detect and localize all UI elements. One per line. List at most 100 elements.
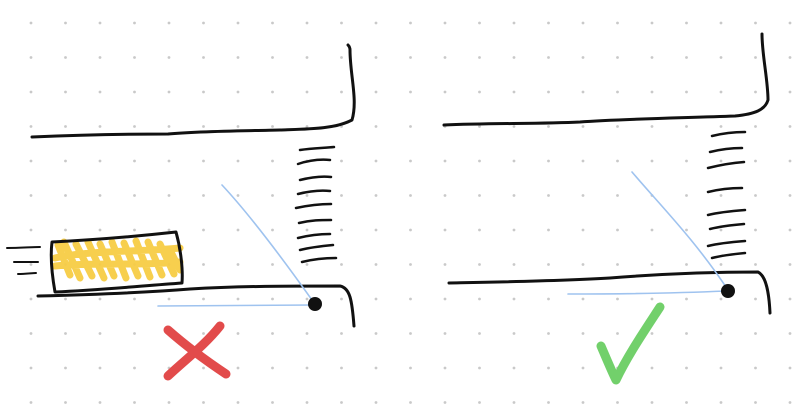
grid-dot bbox=[650, 228, 654, 232]
building-wall-left bbox=[30, 43, 356, 139]
grid-dot bbox=[547, 90, 550, 94]
grid-dot bbox=[788, 228, 792, 232]
grid-dot bbox=[236, 263, 240, 266]
grid-dot bbox=[29, 194, 33, 197]
grid-dot bbox=[202, 366, 205, 370]
grid-dot bbox=[340, 159, 343, 163]
grid-dot bbox=[616, 90, 619, 94]
grid-dot bbox=[616, 194, 619, 197]
grid-dot bbox=[167, 90, 171, 94]
grid-dot bbox=[271, 90, 274, 94]
grid-dot bbox=[754, 332, 757, 335]
grid-dot bbox=[98, 332, 102, 335]
grid-dot bbox=[616, 332, 619, 335]
grid-dot bbox=[788, 159, 792, 163]
grid-dot bbox=[788, 297, 792, 301]
grid-dot bbox=[409, 194, 412, 197]
grid-dot bbox=[202, 228, 205, 232]
grid-dot bbox=[685, 194, 688, 197]
grid-dot bbox=[236, 125, 240, 128]
grid-dot bbox=[581, 297, 585, 301]
grid-dot bbox=[754, 90, 757, 94]
grid-dot bbox=[616, 159, 619, 163]
grid-dot bbox=[340, 228, 343, 232]
grid-dot bbox=[98, 228, 102, 232]
grid-dot bbox=[374, 297, 378, 301]
grid-dot bbox=[719, 159, 723, 163]
grid-dot bbox=[650, 125, 654, 128]
grid-dot bbox=[409, 21, 412, 25]
grid-dot bbox=[340, 90, 343, 94]
grid-dot bbox=[616, 56, 619, 59]
grid-dot bbox=[685, 228, 688, 232]
stairs-left bbox=[294, 145, 338, 264]
grid-dot bbox=[685, 332, 688, 335]
grid-dot bbox=[305, 366, 309, 370]
grid-dot bbox=[650, 332, 654, 335]
grid-dot bbox=[512, 366, 516, 370]
grid-dot bbox=[719, 332, 723, 335]
grid-dot bbox=[64, 125, 67, 128]
grid-dot bbox=[64, 366, 67, 370]
grid-dot bbox=[616, 228, 619, 232]
grid-dot bbox=[271, 297, 274, 301]
grid-dot bbox=[581, 21, 585, 25]
panel-correct bbox=[442, 32, 772, 385]
grid-dot bbox=[202, 90, 205, 94]
grid-dot bbox=[512, 159, 516, 163]
grid-dot bbox=[650, 366, 654, 370]
grid-dot bbox=[202, 21, 205, 25]
grid-dot bbox=[133, 366, 136, 370]
grid-dot bbox=[29, 401, 33, 404]
grid-dot bbox=[581, 366, 585, 370]
grid-dot bbox=[29, 366, 33, 370]
grid-dot bbox=[271, 125, 274, 128]
grid-dot bbox=[271, 21, 274, 25]
grid-dot bbox=[98, 21, 102, 25]
grid-dot bbox=[754, 159, 757, 163]
grid-dot bbox=[788, 332, 792, 335]
grid-dot bbox=[305, 263, 309, 266]
grid-dot bbox=[374, 263, 378, 266]
grid-dot bbox=[409, 90, 412, 94]
grid-dot bbox=[271, 401, 274, 404]
grid-dot bbox=[547, 366, 550, 370]
grid-dot bbox=[29, 125, 33, 128]
grid-dot bbox=[547, 56, 550, 59]
grid-dot bbox=[616, 401, 619, 404]
grid-dot bbox=[202, 125, 205, 128]
grid-dot bbox=[650, 56, 654, 59]
grid-dot bbox=[271, 332, 274, 335]
grid-dot bbox=[719, 366, 723, 370]
grid-dot bbox=[478, 263, 481, 266]
grid-dot bbox=[64, 401, 67, 404]
viewer-point-right bbox=[721, 284, 735, 298]
grid-dot bbox=[478, 56, 481, 59]
grid-dot bbox=[98, 56, 102, 59]
grid-dot bbox=[512, 401, 516, 404]
grid-dot bbox=[443, 228, 447, 232]
grid-dot bbox=[788, 90, 792, 94]
grid-dot bbox=[650, 90, 654, 94]
grid-dot bbox=[581, 90, 585, 94]
grid-dot bbox=[64, 21, 67, 25]
grid-dot bbox=[374, 21, 378, 25]
grid-dot bbox=[98, 194, 102, 197]
sight-line-diagonal-right bbox=[631, 171, 729, 291]
grid-dot bbox=[167, 401, 171, 404]
grid-dot bbox=[754, 125, 757, 128]
grid-dot bbox=[409, 401, 412, 404]
grid-dot bbox=[202, 401, 205, 404]
grid-dot bbox=[64, 332, 67, 335]
grid-dot bbox=[133, 125, 136, 128]
obstruction-scribble bbox=[51, 237, 184, 282]
grid-dot bbox=[409, 56, 412, 59]
grid-dot bbox=[547, 125, 550, 128]
grid-dot bbox=[478, 125, 481, 128]
grid-dot bbox=[305, 21, 309, 25]
grid-dot bbox=[236, 21, 240, 25]
grid-dot bbox=[478, 159, 481, 163]
grid-dot bbox=[754, 194, 757, 197]
grid-dot bbox=[305, 297, 309, 301]
grid-dot bbox=[581, 125, 585, 128]
